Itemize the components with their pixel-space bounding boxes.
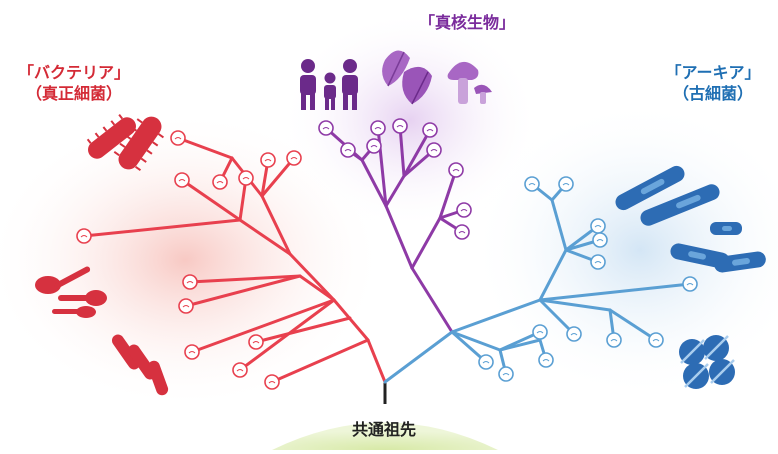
archaea-leaf-node: [524, 176, 540, 192]
archaea-leaf-node: [566, 326, 582, 342]
archaea-leaf-node: [478, 354, 494, 370]
archaea-leaf-node: [590, 254, 606, 270]
eukaryote-leaf-node: [366, 138, 382, 154]
archaea-branch: [538, 298, 612, 312]
archaea-branch: [450, 330, 502, 352]
archaea-leaf-node: [592, 232, 608, 248]
bacteria-branch: [188, 274, 302, 284]
archaea-glow: [470, 100, 778, 400]
archaea-leaf-node: [558, 176, 574, 192]
bacteria-branch: [332, 298, 370, 342]
eukaryote-branch: [360, 158, 388, 208]
rod-bacteria-pair-icon: [111, 334, 169, 396]
bacteria-leaf-node: [184, 344, 200, 360]
coccus-cluster-archaea-icon: [679, 335, 735, 389]
archaea-sub: （古細菌）: [672, 84, 753, 103]
archaea-leaf-node: [532, 324, 548, 340]
bacteria-leaf-node: [238, 170, 254, 186]
bacteria-leaf-node: [286, 150, 302, 166]
bacteria-leaf-node: [182, 274, 198, 290]
eukaryote-branch: [398, 124, 406, 178]
rod-bacteria-with-flagella-icon: [86, 114, 165, 172]
archaea-leaf-node: [498, 366, 514, 382]
eukaryote-branch: [410, 266, 454, 334]
bacteria-branch: [82, 218, 242, 238]
bacteria-label: 「バクテリア」 （真正細菌）: [4, 62, 144, 104]
archaea-branch: [538, 298, 576, 336]
bacteria-branch: [180, 178, 242, 222]
long-rod-archaea-icon: [615, 165, 720, 226]
bacteria-leaf-node: [260, 152, 276, 168]
eukaryote-branch: [410, 216, 442, 270]
tree-leaf-nodes: [76, 118, 698, 390]
eukaryote-leaf-node: [370, 120, 386, 136]
mushroom-icon: [447, 61, 492, 104]
bacteria-name: 「バクテリア」: [17, 63, 130, 82]
archaea-branch: [538, 282, 692, 302]
eukaryote-leaf-node: [422, 122, 438, 138]
bacteria-branch: [238, 218, 292, 256]
eukaryote-leaf-node: [426, 142, 442, 158]
eukaryote-leaf-node: [454, 224, 470, 240]
archaea-leaf-node: [648, 332, 664, 348]
bacteria-branch: [288, 252, 336, 302]
eukaryote-label: 「真核生物」: [392, 12, 542, 33]
bacteria-leaf-node: [248, 334, 264, 350]
archaea-name: 「アーキア」: [665, 63, 761, 82]
bacteria-branch: [260, 194, 292, 256]
tree-branches: [82, 124, 692, 384]
eukaryote-leaf-node: [340, 142, 356, 158]
eukaryote-leaf-node: [448, 162, 464, 178]
bacteria-leaf-node: [174, 172, 190, 188]
archaea-branch: [608, 308, 658, 342]
archaea-leaf-node: [606, 332, 622, 348]
bacteria-branch: [298, 274, 336, 302]
eukaryote-branch: [384, 204, 414, 270]
bacteria-branch: [254, 316, 352, 344]
bacteria-branch: [270, 338, 370, 384]
archaea-branch: [450, 298, 542, 334]
eukaryote-name: 「真核生物」: [418, 13, 515, 32]
people-icon: [300, 59, 358, 110]
leaves-icon: [382, 50, 432, 105]
bacteria-leaf-node: [76, 228, 92, 244]
ground-mound: [272, 422, 498, 450]
archaea-label: 「アーキア」 （古細菌）: [648, 62, 778, 104]
eukaryote-leaf-node: [318, 120, 334, 136]
bacteria-leaf-node: [170, 130, 186, 146]
bacteria-leaf-node: [232, 362, 248, 378]
archaea-leaf-node: [590, 218, 606, 234]
eukaryote-leaf-node: [392, 118, 408, 134]
bacteria-leaf-node: [264, 374, 280, 390]
archaea-branch: [538, 248, 568, 302]
eukaryote-branch: [402, 128, 432, 178]
spore-bacteria-icon: [35, 266, 107, 318]
bacteria-sub: （真正細菌）: [25, 84, 122, 103]
bacteria-branch: [190, 298, 336, 354]
eukaryote-branch: [438, 168, 458, 220]
eukaryote-leaf-node: [456, 202, 472, 218]
archaea-leaf-node: [538, 352, 554, 368]
bacteria-leaf-node: [178, 298, 194, 314]
chain-rod-archaea-icon: [670, 222, 766, 273]
bacteria-branch: [184, 274, 302, 308]
archaea-branch: [550, 198, 568, 252]
bacteria-branch: [366, 338, 387, 384]
bacteria-branch: [176, 136, 234, 160]
archaea-leaf-node: [682, 276, 698, 292]
bacteria-leaf-node: [212, 174, 228, 190]
eukaryote-branch: [384, 174, 406, 208]
bacteria-branch: [260, 156, 296, 198]
archaea-branch: [383, 330, 454, 384]
common-ancestor-label: 共通祖先: [351, 420, 416, 439]
